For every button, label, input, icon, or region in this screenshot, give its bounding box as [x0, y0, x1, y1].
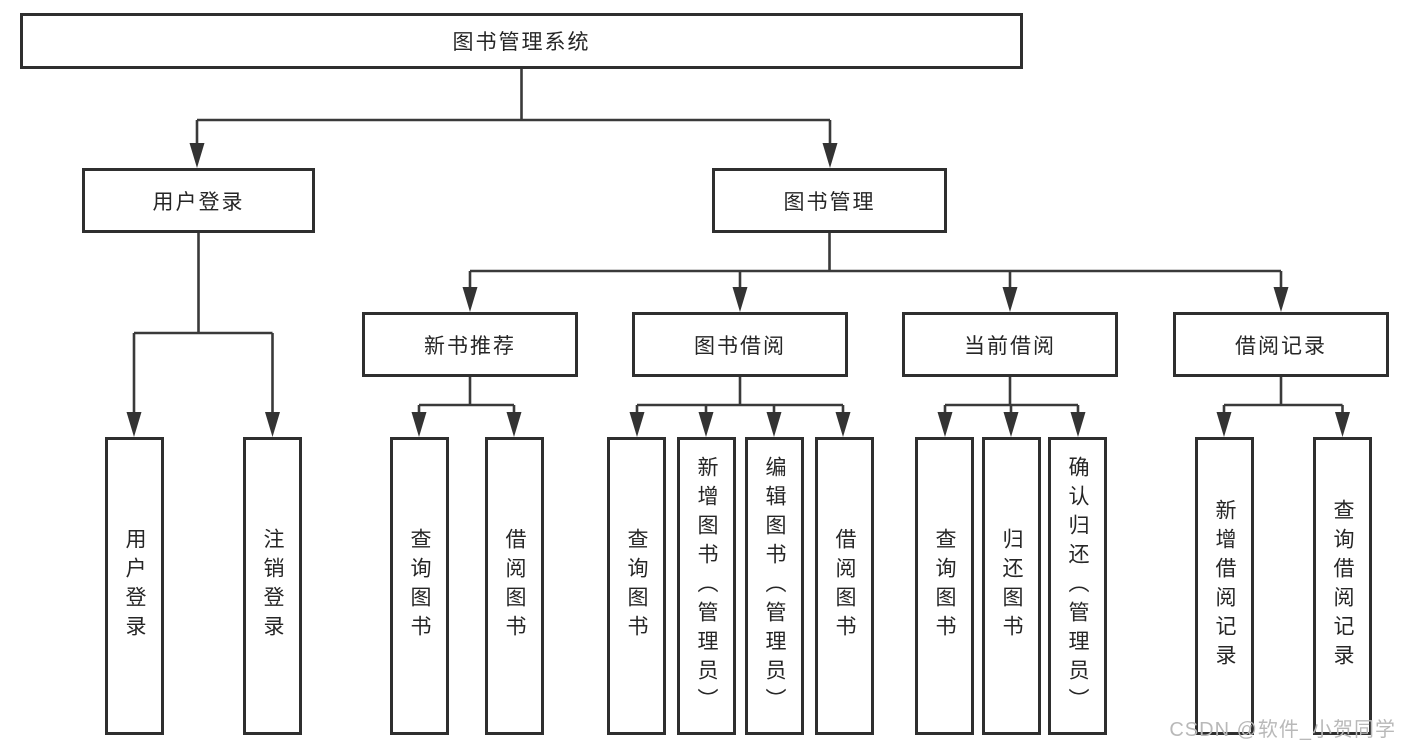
leaf-record-add-label: 新增借阅记录: [1213, 499, 1237, 673]
node-root: 图书管理系统: [20, 13, 1023, 69]
leaf-borrow-edit-book-admin: 编辑图书（管理员）: [745, 437, 804, 735]
connector-line: [1222, 377, 1344, 429]
leaf-borrow-borrow-book-label: 借阅图书: [833, 528, 857, 644]
leaf-borrow-add-book-admin: 新增图书（管理员）: [677, 437, 736, 735]
leaf-record-query: 查询借阅记录: [1313, 437, 1372, 735]
connector-line: [635, 377, 845, 429]
arrow-down-icon: [462, 287, 478, 312]
watermark: CSDN @软件_小贺同学: [1169, 719, 1396, 741]
leaf-recommend-borrow-book-label: 借阅图书: [503, 528, 527, 644]
arrow-down-icon: [766, 412, 782, 437]
leaf-recommend-query-book-label: 查询图书: [408, 528, 432, 644]
node-book-borrow: 图书借阅: [632, 312, 848, 377]
arrow-down-icon: [1003, 412, 1019, 437]
connector-line: [195, 69, 832, 160]
arrow-down-icon: [1216, 412, 1232, 437]
arrow-down-icon: [411, 412, 427, 437]
arrow-down-icon: [732, 287, 748, 312]
leaf-recommend-borrow-book: 借阅图书: [485, 437, 544, 735]
leaf-current-confirm-return-admin-label: 确认归还（管理员）: [1066, 455, 1090, 717]
arrow-down-icon: [835, 412, 851, 437]
connector-line: [468, 233, 1283, 304]
leaf-logout: 注销登录: [243, 437, 302, 735]
leaf-record-add: 新增借阅记录: [1195, 437, 1254, 735]
leaf-current-return-book: 归还图书: [982, 437, 1041, 735]
leaf-current-confirm-return-admin: 确认归还（管理员）: [1048, 437, 1107, 735]
arrow-down-icon: [1335, 412, 1350, 437]
arrow-down-icon: [698, 412, 714, 437]
arrow-down-icon: [189, 143, 205, 168]
leaf-current-query-book: 查询图书: [915, 437, 974, 735]
node-current-borrow: 当前借阅: [902, 312, 1118, 377]
leaf-current-return-book-label: 归还图书: [1000, 528, 1024, 644]
arrow-down-icon: [1070, 412, 1086, 437]
connector-line: [132, 232, 274, 429]
leaf-logout-label: 注销登录: [261, 528, 285, 644]
leaf-borrow-query-book: 查询图书: [607, 437, 666, 735]
leaf-borrow-query-book-label: 查询图书: [625, 528, 649, 644]
arrow-down-icon: [126, 412, 142, 437]
leaf-borrow-add-book-admin-label: 新增图书（管理员）: [695, 455, 719, 717]
arrow-down-icon: [822, 143, 838, 168]
arrow-down-icon: [506, 412, 522, 437]
node-book-management: 图书管理: [712, 168, 947, 233]
arrow-down-icon: [629, 412, 645, 437]
arrow-down-icon: [265, 412, 280, 437]
leaf-borrow-borrow-book: 借阅图书: [815, 437, 874, 735]
leaf-recommend-query-book: 查询图书: [390, 437, 449, 735]
leaf-record-query-label: 查询借阅记录: [1331, 499, 1355, 673]
node-user-login: 用户登录: [82, 168, 315, 233]
leaf-user-login: 用户登录: [105, 437, 164, 735]
node-borrow-record: 借阅记录: [1173, 312, 1389, 377]
leaf-user-login-label: 用户登录: [123, 528, 147, 644]
node-new-book-recommend: 新书推荐: [362, 312, 578, 377]
arrow-down-icon: [1002, 287, 1018, 312]
connector-line: [417, 377, 516, 429]
leaf-current-query-book-label: 查询图书: [933, 528, 957, 644]
leaf-borrow-edit-book-admin-label: 编辑图书（管理员）: [763, 455, 787, 717]
arrow-down-icon: [1273, 287, 1289, 312]
arrow-down-icon: [937, 412, 953, 437]
